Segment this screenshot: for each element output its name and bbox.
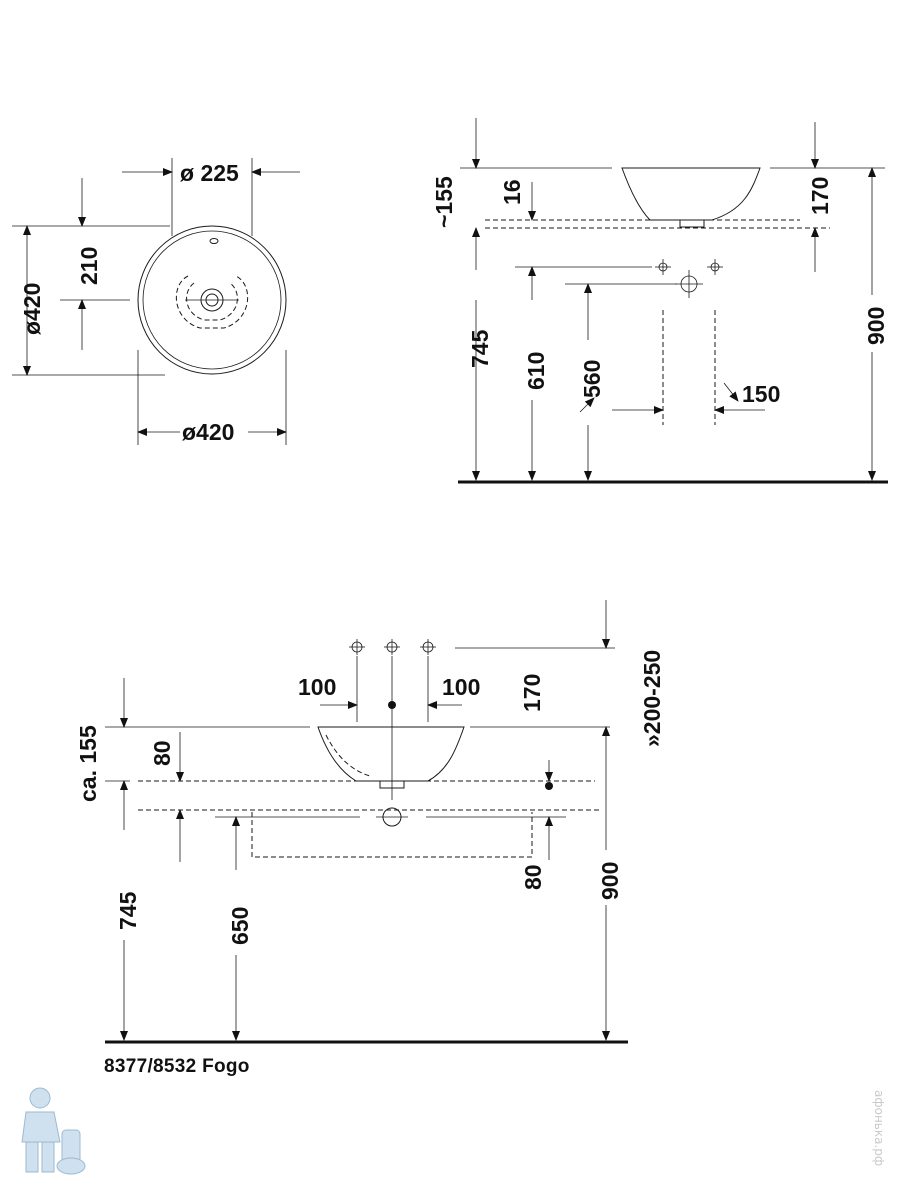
overflow-hole <box>209 238 219 244</box>
dim-counter-thickness-label: 16 <box>499 179 525 205</box>
dim-front-above-counter-label: ca. 155 <box>75 725 101 802</box>
model-label: 8377/8532 Fogo <box>104 1056 250 1077</box>
dim-diameter-height-label: ø420 <box>19 283 45 335</box>
dim-basin-height-label: 170 <box>807 177 833 215</box>
dim-overall-height-label: 900 <box>863 307 889 345</box>
basin-outline-top <box>137 225 287 375</box>
dim-above-counter-label: ~155 <box>431 176 457 228</box>
dim-front-counter-height-label: 745 <box>115 891 141 930</box>
dim-tap-spacing-label: ø 225 <box>180 160 239 186</box>
dim-counter-top-label: 80 <box>149 740 175 766</box>
bracket-dashed-inner <box>186 282 238 321</box>
side-view: 150 ~155 745 16 610 560 170 900 <box>431 118 889 484</box>
bracket-dashed <box>175 275 249 329</box>
dim-cabinet-offset-label: 80 <box>520 864 546 890</box>
basin-inner-top <box>142 230 282 370</box>
dim-drain-offset-label: 210 <box>76 247 102 285</box>
dim-diameter-width-label: ø420 <box>182 419 234 445</box>
top-view: ø 225 210 ø420 ø420 <box>12 158 300 445</box>
dim-waste-height-label: 560 <box>579 360 605 398</box>
dim-tap-right-label: 100 <box>442 674 480 700</box>
dim-waste-offset-label: 150 <box>742 381 780 407</box>
watermark: афонька.рф <box>872 1090 886 1167</box>
dim-front-basin-height-label: 170 <box>519 674 545 712</box>
dim-tap-range-label: »200-250 <box>639 650 665 747</box>
dim-tap-left-label: 100 <box>298 674 336 700</box>
dim-counter-height-label: 745 <box>467 329 493 368</box>
basin-profile-side <box>621 167 761 221</box>
basin-profile-front <box>317 726 465 782</box>
front-view: 100 100 170 »200-250 ca. 155 80 745 650 … <box>75 600 665 1044</box>
dim-supply-height-label: 610 <box>523 352 549 390</box>
dim-front-waste-height-label: 650 <box>227 907 253 945</box>
plumber-logo-icon <box>21 1087 86 1175</box>
dim-front-overall-height-label: 900 <box>597 862 623 900</box>
